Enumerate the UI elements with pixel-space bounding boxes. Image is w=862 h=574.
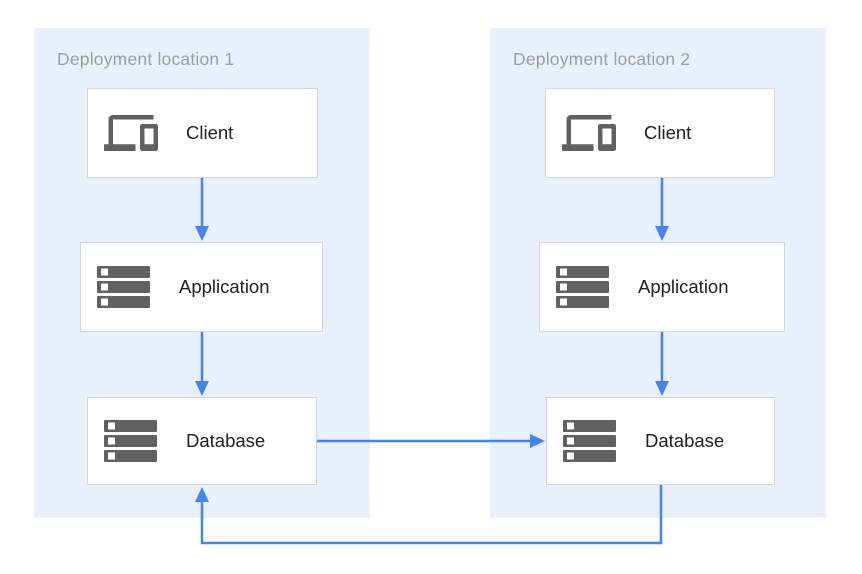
devices-icon (104, 106, 158, 160)
client-node-1: Client (87, 88, 318, 178)
server-stack-icon (556, 266, 610, 308)
database-node-2: Database (546, 397, 775, 485)
client-node-2: Client (545, 88, 775, 178)
server-stack-icon (97, 266, 151, 308)
server-stack-icon (563, 420, 617, 462)
node-label: Client (186, 122, 234, 143)
server-stack-icon (104, 420, 158, 462)
database-node-1: Database (87, 397, 317, 485)
node-label: Client (644, 122, 692, 143)
deployment-location-1-panel: Deployment location 1 Client Application (34, 28, 370, 518)
node-label: Database (186, 430, 266, 451)
node-label: Application (179, 276, 270, 297)
panel-title: Deployment location 1 (57, 49, 235, 69)
panel-title: Deployment location 2 (513, 49, 691, 69)
deployment-location-2-panel: Deployment location 2 Client Application (490, 28, 826, 518)
application-node-1: Application (80, 242, 323, 332)
node-label: Application (638, 276, 729, 297)
devices-icon (562, 106, 616, 160)
node-label: Database (645, 430, 725, 451)
application-node-2: Application (539, 242, 785, 332)
